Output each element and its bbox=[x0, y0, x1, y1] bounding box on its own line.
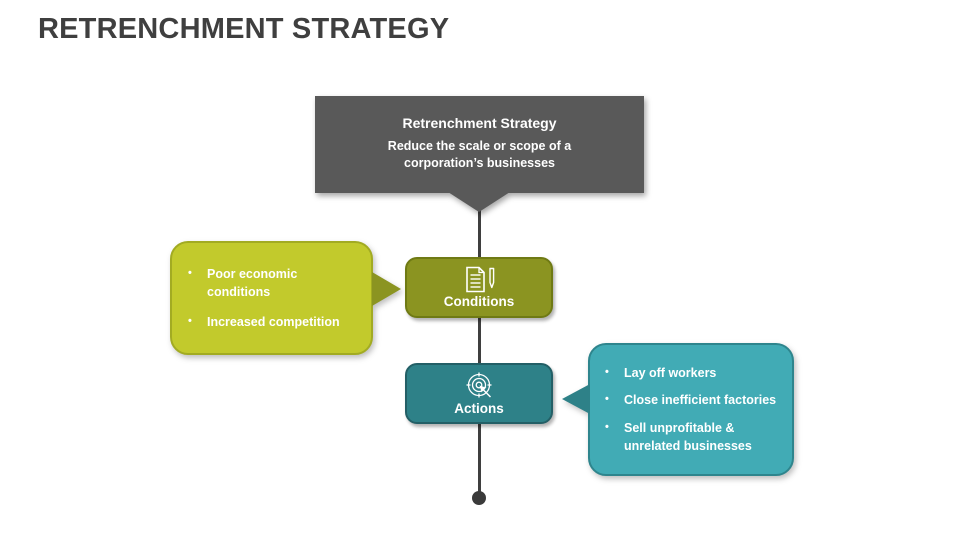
timeline-connector-line bbox=[478, 205, 481, 499]
target-arrow-icon bbox=[465, 372, 493, 400]
actions-item-1: Lay off workers bbox=[624, 366, 717, 381]
conditions-node: Conditions bbox=[405, 257, 553, 318]
list-item: • Close inefficient factories bbox=[605, 391, 780, 409]
actions-node: Actions bbox=[405, 363, 553, 424]
timeline-end-dot bbox=[472, 491, 486, 505]
callout-description: Reduce the scale or scope of a corporati… bbox=[387, 139, 572, 170]
conditions-item-1: Poor economic conditions bbox=[207, 266, 298, 299]
bullet-marker: • bbox=[605, 420, 609, 433]
list-item: • Sell unprofitable & unrelated business… bbox=[605, 419, 780, 455]
actions-bubble-arrow bbox=[562, 384, 590, 414]
conditions-bubble-arrow bbox=[372, 272, 401, 306]
document-pen-icon bbox=[457, 266, 501, 293]
bullet-marker: • bbox=[188, 315, 192, 328]
bullet-marker: • bbox=[188, 266, 192, 279]
callout-title: Retrenchment Strategy bbox=[402, 115, 557, 131]
list-item: • Increased competition bbox=[188, 313, 357, 331]
list-item: • Poor economic conditions bbox=[188, 265, 357, 301]
list-item: • Lay off workers bbox=[605, 364, 780, 382]
conditions-bubble: • Poor economic conditions • Increased c… bbox=[170, 241, 401, 355]
callout-pointer-triangle bbox=[448, 192, 510, 212]
strategy-callout: Retrenchment Strategy Reduce the scale o… bbox=[315, 96, 644, 212]
conditions-item-2: Increased competition bbox=[207, 315, 340, 330]
conditions-node-label: Conditions bbox=[443, 294, 515, 309]
actions-item-3: Sell unprofitable & unrelated businesses bbox=[624, 420, 752, 453]
slide-title: RETRENCHMENT STRATEGY bbox=[38, 13, 450, 45]
actions-item-2: Close inefficient factories bbox=[624, 393, 777, 408]
bullet-marker: • bbox=[605, 366, 609, 379]
bullet-marker: • bbox=[605, 393, 609, 406]
actions-bubble: • Lay off workers • Close inefficient fa… bbox=[562, 343, 794, 476]
actions-node-label: Actions bbox=[454, 400, 504, 416]
